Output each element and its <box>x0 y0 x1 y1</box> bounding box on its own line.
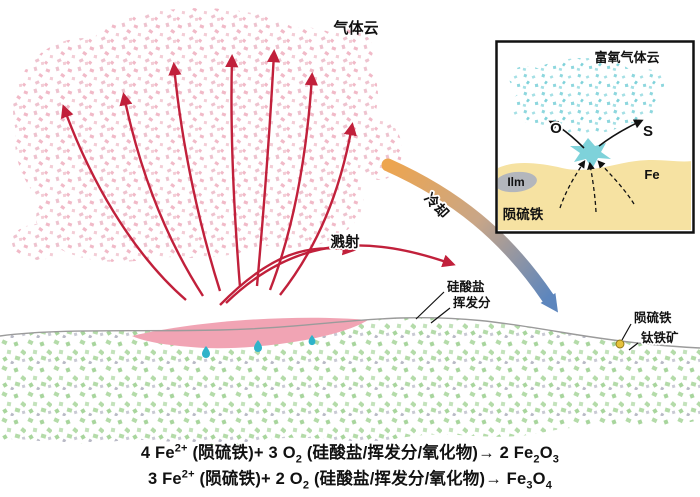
volatiles-leader-line <box>430 307 451 324</box>
gas-cloud-stipple <box>12 8 402 262</box>
inset-panel: 富氧气体云 O S Ilm Fe 陨硫铁 <box>495 40 695 234</box>
fe-diffusion-arrow <box>587 161 597 213</box>
reaction-equation-2: 3 Fe2+ (陨硫铁)+ 2 O2 (硅酸盐/挥发分/氧化物)→ Fe3O4 <box>147 468 553 492</box>
cooling-arrow-head <box>540 293 558 313</box>
silicate-label: 硅酸盐 <box>447 279 485 294</box>
inset-title: 富氧气体云 <box>594 50 659 65</box>
splash-arrow <box>225 244 456 304</box>
ilmenite-label: 钛铁矿 <box>641 330 679 345</box>
droplet-icon <box>202 346 210 358</box>
inset-oxygen-label: O <box>550 120 562 137</box>
cooling-arrow-shaft <box>381 158 555 305</box>
reaction-equation-1: 4 Fe2+ (陨硫铁)+ 3 O2 (硅酸盐/挥发分/氧化物)→ 2 Fe2O… <box>140 442 560 466</box>
splash-label: 溅射 <box>331 233 360 251</box>
gas-cloud-blob <box>12 224 64 260</box>
inset-cloud-blob <box>509 66 545 90</box>
ejecta-arrow <box>268 72 318 291</box>
ejecta-arrow <box>279 122 357 296</box>
troilite-leader-line <box>621 323 632 341</box>
troilite-surface-label: 陨硫铁 <box>634 310 672 325</box>
silicate-leader-line <box>415 291 445 320</box>
inset-ilmenite-grain <box>498 171 537 193</box>
ejecta-arrow <box>168 62 222 292</box>
inset-vapor-splat <box>570 138 611 169</box>
sulfur-release-arrow <box>598 119 644 147</box>
inset-oxygen-cloud <box>509 58 665 134</box>
droplet-icon <box>254 340 262 352</box>
ejecta-arrow <box>119 92 205 297</box>
inset-diffusion-arrows <box>559 160 635 213</box>
inset-ilm-label: Ilm <box>507 175 524 189</box>
droplet-icon <box>308 334 316 346</box>
ilmenite-leader-line <box>628 342 639 351</box>
fe-diffusion-arrow <box>597 160 635 205</box>
inset-sulfur-label: S <box>643 123 653 140</box>
troilite-grain-dot <box>615 339 625 349</box>
oxygen-release-arrow <box>548 120 585 149</box>
inset-cloud-blob <box>543 102 627 134</box>
surface-callouts <box>415 291 639 351</box>
inset-release-arrows <box>548 119 644 149</box>
inset-troilite-label: 陨硫铁 <box>503 206 544 222</box>
gas-cloud-label: 气体云 <box>332 19 378 37</box>
regolith-ground <box>0 317 700 446</box>
ejecta-arrow <box>255 49 281 287</box>
inset-cloud-blob <box>625 69 665 95</box>
ejecta-arrow <box>225 54 242 288</box>
melt-droplets <box>202 334 316 358</box>
gas-cloud-blob <box>88 8 312 96</box>
volatiles-label: 挥发分 <box>453 295 491 310</box>
inset-content: 富氧气体云 O S Ilm Fe 陨硫铁 <box>498 50 691 230</box>
splash-arrow <box>219 242 356 306</box>
ejecta-arrows <box>60 49 456 306</box>
gas-cloud-blob <box>317 28 373 72</box>
surface-line <box>0 316 700 349</box>
inset-fe-label: Fe <box>644 167 659 182</box>
ejecta-arrow <box>60 104 187 301</box>
gas-cloud-blob <box>220 148 364 248</box>
